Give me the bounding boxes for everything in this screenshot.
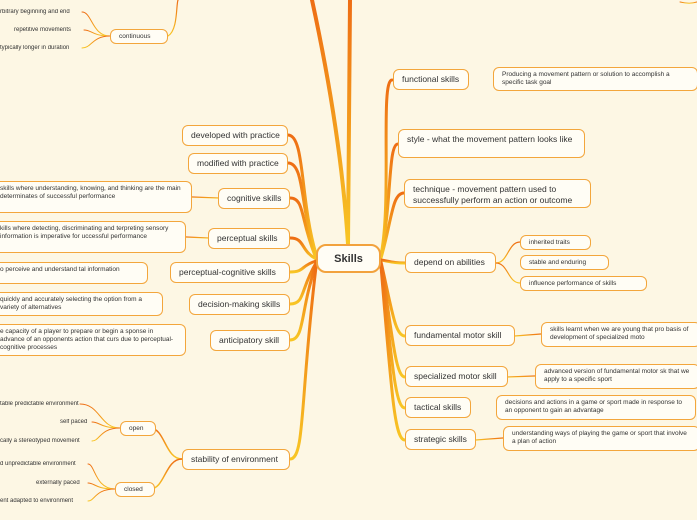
technique-node[interactable]: technique - movement pattern used to suc… [404,179,591,208]
ability-item-3[interactable]: influence performance of skills [520,276,647,291]
ability-item-1[interactable]: inherited traits [520,235,591,250]
fundamental-motor-skill-description[interactable]: skills learnt when we are young that pro… [541,322,697,347]
stability-of-environment-node[interactable]: stability of environment [182,449,290,470]
cognitive-skills-node[interactable]: cognitive skills [218,188,290,209]
closed-item-3: ent adapted to environment [0,498,74,504]
central-topic[interactable]: Skills [316,244,381,273]
continuous-node[interactable]: continuous [110,29,168,44]
continuous-item-1: rbitrary beginning and end [0,9,70,15]
perceptual-cognitive-skills-node[interactable]: perceptual-cognitive skills [170,262,290,283]
open-item-3: cally a stereotyped movement [0,438,80,444]
strategic-skills-description[interactable]: understanding ways of playing the game o… [503,426,697,451]
depend-on-abilities-node[interactable]: depend on abilities [405,252,496,273]
strategic-skills-node[interactable]: strategic skills [405,429,476,450]
anticipatory-skill-node[interactable]: anticipatory skill [210,330,290,351]
continuous-item-3: typically longer in duration [0,45,70,51]
functional-skills-node[interactable]: functional skills [393,69,469,90]
decision-making-skills-node[interactable]: decision-making skills [189,294,290,315]
closed-item-2: externally paced [36,480,80,486]
open-item-1: table predictable environment [0,401,79,407]
closed-item-1: d unpredictable environment [0,461,76,467]
modified-with-practice-node[interactable]: modified with practice [188,153,288,174]
anticipatory-skill-description[interactable]: e capacity of a player to prepare or beg… [0,324,186,356]
open-node[interactable]: open [120,421,156,436]
tactical-skills-description[interactable]: decisions and actions in a game or sport… [496,395,696,420]
continuous-item-2: repetitive movements [14,27,72,33]
functional-skills-description[interactable]: Producing a movement pattern or solution… [493,67,697,91]
perceptual-cognitive-skills-description[interactable]: o perceive and understand tal informatio… [0,262,148,284]
fundamental-motor-skill-node[interactable]: fundamental motor skill [405,325,515,346]
specialized-motor-skill-node[interactable]: specialized motor skill [405,366,508,387]
decision-making-skills-description[interactable]: quickly and accurately selecting the opt… [0,292,163,316]
perceptual-skills-node[interactable]: perceptual skills [208,228,290,249]
specialized-motor-skill-description[interactable]: advanced version of fundamental motor sk… [535,364,697,389]
perceptual-skills-description[interactable]: kills where detecting, discriminating an… [0,221,186,253]
open-item-2: self paced [60,419,88,425]
style-node[interactable]: style - what the movement pattern looks … [398,129,585,158]
cognitive-skills-description[interactable]: skills where understanding, knowing, and… [0,181,192,213]
tactical-skills-node[interactable]: tactical skills [405,397,471,418]
ability-item-2[interactable]: stable and enduring [520,255,609,270]
closed-node[interactable]: closed [115,482,155,497]
developed-with-practice-node[interactable]: developed with practice [182,125,288,146]
